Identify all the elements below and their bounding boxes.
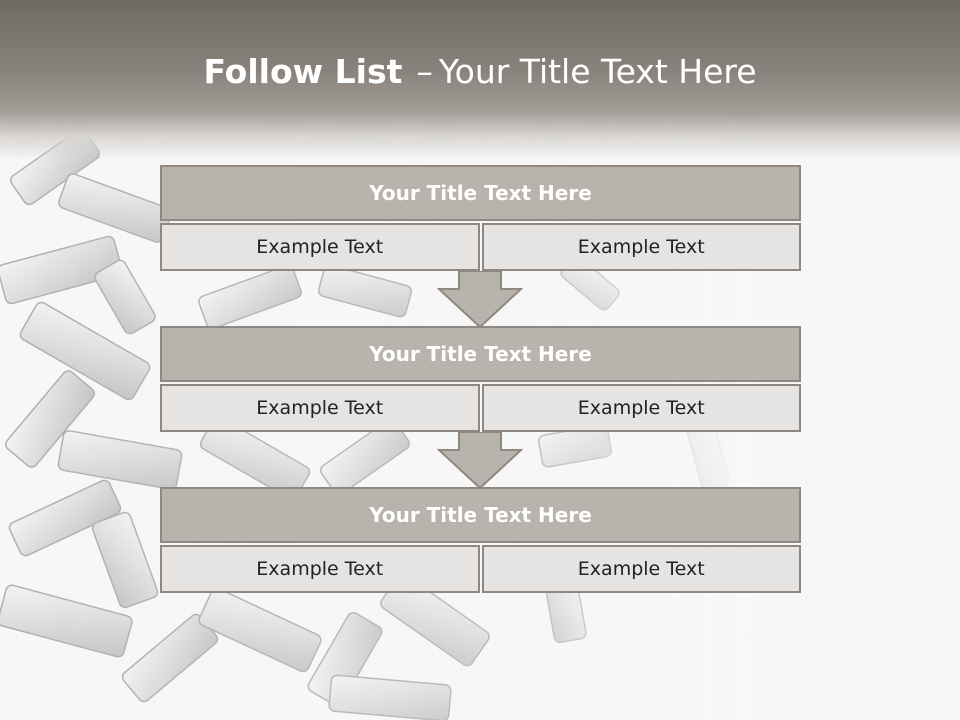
step-title: Your Title Text Here bbox=[160, 487, 801, 543]
step-title: Your Title Text Here bbox=[160, 326, 801, 382]
step-row: Example Text Example Text bbox=[160, 384, 801, 432]
step-cell-right: Example Text bbox=[481, 223, 801, 271]
step-cell-left: Example Text bbox=[160, 384, 480, 432]
down-arrow-icon bbox=[437, 432, 523, 490]
title-bar bbox=[0, 0, 960, 160]
step-title: Your Title Text Here bbox=[160, 165, 801, 221]
step-block-2: Your Title Text Here Example Text Exampl… bbox=[160, 326, 801, 432]
slide-title: Follow List–Your Title Text Here bbox=[0, 52, 960, 91]
title-dash: – bbox=[416, 52, 433, 91]
title-bold: Follow List bbox=[203, 52, 403, 91]
step-cell-right: Example Text bbox=[481, 384, 801, 432]
step-block-3: Your Title Text Here Example Text Exampl… bbox=[160, 487, 801, 593]
step-row: Example Text Example Text bbox=[160, 223, 801, 271]
step-row: Example Text Example Text bbox=[160, 545, 801, 593]
down-arrow-icon bbox=[437, 271, 523, 329]
step-cell-left: Example Text bbox=[160, 223, 480, 271]
step-block-1: Your Title Text Here Example Text Exampl… bbox=[160, 165, 801, 271]
title-rest: Your Title Text Here bbox=[438, 52, 757, 91]
step-cell-right: Example Text bbox=[481, 545, 801, 593]
step-cell-left: Example Text bbox=[160, 545, 480, 593]
